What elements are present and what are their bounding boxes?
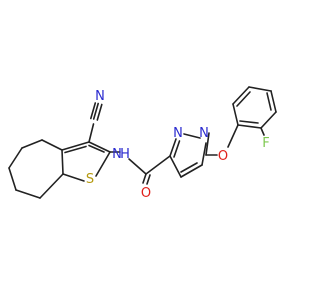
- bond-c2-c3-inner: [88, 144, 105, 153]
- molecule-svg: N N H S O N N O F: [8, 86, 277, 201]
- bond-c4-c5: [21, 139, 43, 149]
- bond-ar-c5-c6: [232, 86, 250, 105]
- amide-n-label: N: [112, 147, 122, 162]
- bond-c2-c3: [88, 141, 111, 153]
- bond-c3a-c8a: [61, 149, 64, 175]
- pyrazole-n2-label: N: [173, 126, 183, 141]
- bonds: [8, 86, 277, 199]
- bond-ar-c5-c6-inner: [236, 91, 251, 107]
- bond-ar-c6-c1: [232, 103, 239, 126]
- bond-ar-c1-c2-inner: [239, 120, 259, 124]
- bond-ar-c2-f: [260, 127, 265, 136]
- bond-ar-c1-c2: [237, 124, 262, 129]
- bond-c7-c8: [15, 189, 41, 199]
- bond-nh-co: [128, 158, 147, 175]
- bond-co-c3: [145, 155, 171, 175]
- bond-c5-c6: [8, 147, 23, 169]
- bond-c8-c8a: [39, 173, 64, 199]
- bond-nitrile-b: [96, 103, 103, 121]
- bond-nitrile-a: [92, 102, 99, 120]
- bond-co-o-a: [142, 173, 147, 184]
- bond-c6-c7: [8, 167, 17, 191]
- carbonyl-o-label: O: [141, 186, 151, 201]
- bond-c3-c3a-inner: [64, 145, 87, 154]
- amide-h-label: H: [120, 147, 130, 162]
- ether-o-label: O: [218, 149, 228, 164]
- bond-c8a-s: [62, 173, 85, 182]
- bond-s-c2: [95, 151, 111, 177]
- bond-ar-c4-c5: [248, 86, 272, 92]
- bond-c5-c4-inner: [180, 162, 198, 173]
- bond-c3-c3a: [61, 141, 90, 151]
- bond-co-o-b: [146, 174, 151, 185]
- bond-c3-n2-inner: [173, 140, 181, 158]
- nitrile-n-label: N: [95, 89, 105, 104]
- bond-c5-c4: [180, 164, 203, 178]
- bond-ar-c3-c4: [270, 90, 277, 113]
- fluorine-label: F: [262, 136, 269, 151]
- atom-labels: N N H S O N N O F: [86, 89, 270, 201]
- bond-ar-c3-c4-inner: [266, 92, 272, 111]
- bond-nitrile-c: [90, 102, 97, 120]
- bond-n1-ch2: [205, 132, 210, 156]
- bond-n2-n1: [183, 133, 201, 139]
- bond-c3-n2: [169, 138, 177, 157]
- bond-o-aryl: [227, 124, 239, 148]
- thiophene-s-label: S: [86, 172, 94, 187]
- bond-c3-cn: [88, 123, 95, 143]
- bond-c3a-c4: [41, 139, 63, 151]
- bond-c4-c3: [169, 155, 182, 178]
- structure-diagram: N N H S O N N O F: [8, 86, 277, 201]
- pyrazole-n1-label: N: [199, 126, 209, 141]
- bond-n1-c5: [201, 142, 207, 166]
- bond-ar-c2-c3: [260, 111, 277, 129]
